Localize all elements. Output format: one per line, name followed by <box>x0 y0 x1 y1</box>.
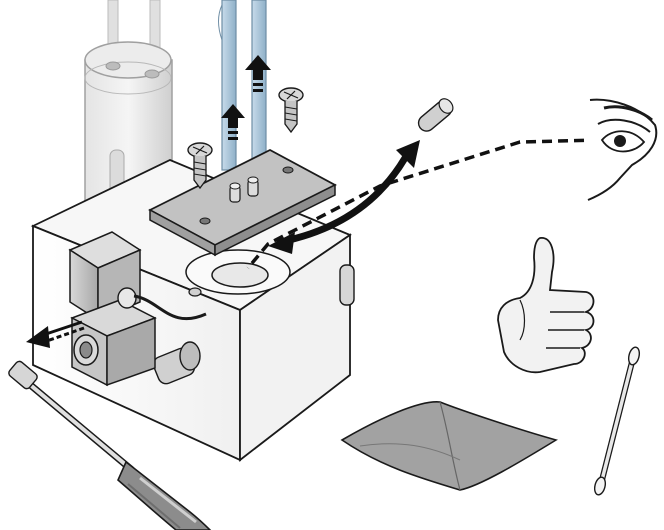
thumbs-up-icon <box>498 238 594 372</box>
removed-plug <box>415 96 455 134</box>
cover-screw <box>279 88 303 132</box>
cleaning-cloth <box>342 402 556 490</box>
cotton-swab <box>593 346 641 496</box>
eye-icon <box>588 100 656 200</box>
